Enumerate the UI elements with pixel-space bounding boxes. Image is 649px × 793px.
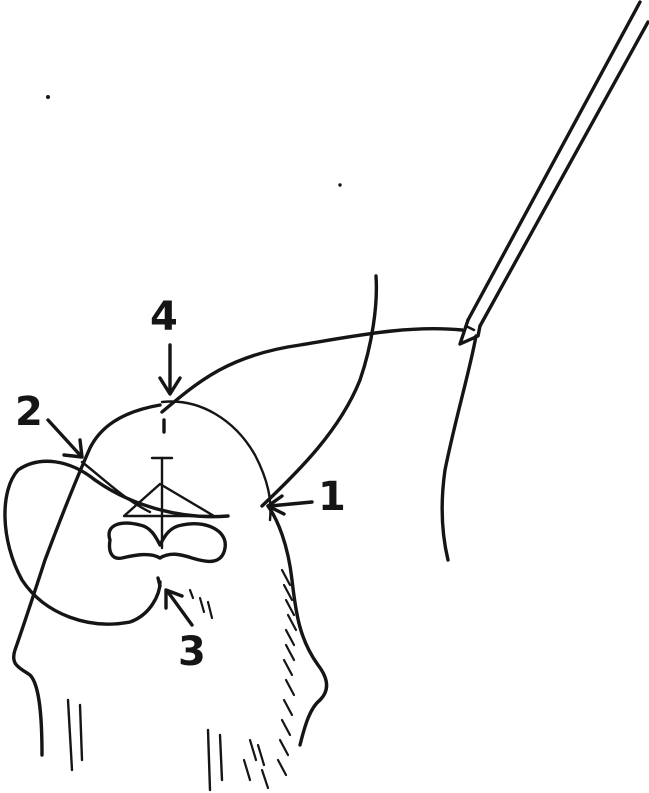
label-2: 2 bbox=[15, 389, 43, 435]
label-3-group: 3 bbox=[166, 590, 206, 675]
label-4: 4 bbox=[150, 294, 178, 340]
label-4-group: 4 bbox=[150, 294, 180, 394]
shading-hatching bbox=[190, 570, 296, 788]
label-1: 1 bbox=[318, 474, 346, 520]
label-3: 3 bbox=[178, 629, 206, 675]
needle-icon bbox=[460, 2, 648, 344]
label-1-group: 1 bbox=[268, 474, 346, 520]
label-2-group: 2 bbox=[15, 389, 82, 457]
nostril-area bbox=[47, 96, 342, 587]
